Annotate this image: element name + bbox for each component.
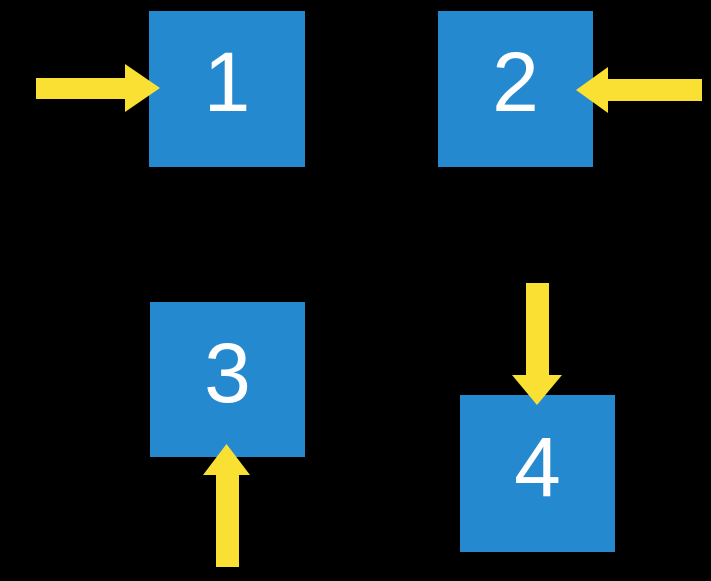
arrow-down-icon xyxy=(512,283,562,405)
box-1: 1 xyxy=(149,11,305,167)
box-2-label: 2 xyxy=(492,35,539,129)
box-4-label: 4 xyxy=(514,419,561,514)
arrow-left-icon xyxy=(576,67,702,113)
box-2: 2 xyxy=(438,11,593,167)
box-3: 3 xyxy=(150,302,305,457)
arrow-right-icon xyxy=(36,64,160,112)
box-4: 4 xyxy=(460,395,615,552)
box-1-label: 1 xyxy=(203,35,251,129)
arrow-up-icon xyxy=(203,444,250,567)
box-3-label: 3 xyxy=(204,325,251,420)
